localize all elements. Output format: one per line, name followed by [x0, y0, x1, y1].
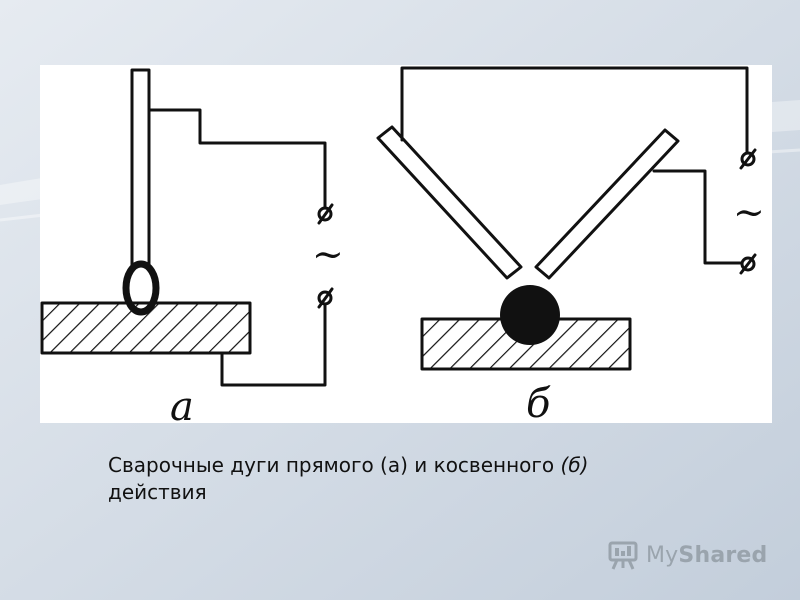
electrode-b-right	[534, 128, 680, 280]
caption-italic-label: (б)	[560, 453, 589, 477]
watermark-my: My	[646, 542, 679, 568]
myshared-watermark: MyShared	[606, 537, 767, 573]
diagram-b-indirect-arc	[376, 66, 757, 371]
ac-symbol-a: ~	[312, 232, 344, 276]
ac-symbol-b: ~	[733, 190, 765, 234]
wire-a-bottom	[220, 302, 327, 387]
wire-a-top	[147, 108, 327, 214]
label-b: б	[526, 381, 551, 423]
electrode-a	[130, 68, 151, 268]
figure-caption: Сварочные дуги прямого (а) и косвенного …	[108, 452, 748, 506]
presentation-board-icon	[608, 541, 638, 570]
watermark-text: MyShared	[646, 543, 767, 568]
arc-b	[500, 285, 560, 345]
label-a: а	[170, 384, 194, 423]
caption-text: Сварочные дуги прямого (а) и косвенного	[108, 453, 561, 477]
electrode-b-left	[376, 125, 523, 280]
welding-arc-diagram: ~ а ~ б	[40, 65, 772, 423]
wire-b-top	[400, 66, 749, 155]
diagram-a-direct-arc	[40, 68, 334, 387]
watermark-shared: Shared	[678, 542, 768, 568]
wire-b-right	[652, 169, 744, 265]
workpiece-a	[40, 301, 252, 355]
caption-text-end: действия	[108, 480, 207, 504]
